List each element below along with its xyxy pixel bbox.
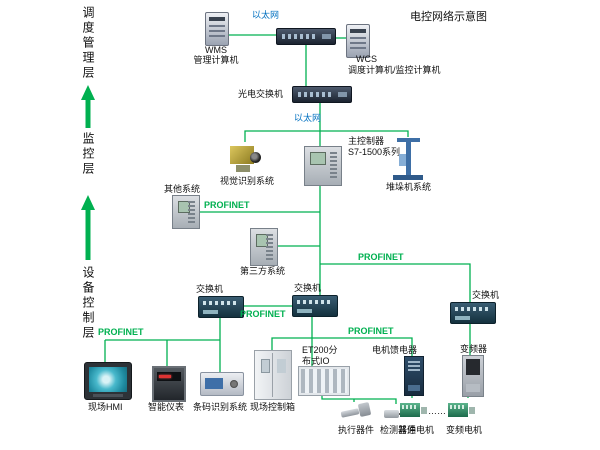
layer-label-monitor: 监控层 (81, 132, 95, 177)
wcs-desc: 调度计算机/监控计算机 (348, 65, 441, 75)
diagram-title: 电控网络示意图 (410, 11, 487, 23)
optical-switch-icon (292, 86, 352, 103)
vfd-label: 变频器 (460, 344, 488, 354)
motor-feeder-label: 电机馈电器 (372, 345, 418, 355)
switch-c-label: 交换机 (472, 290, 500, 300)
control-cabinet-icon (254, 350, 292, 400)
vfd-motor-icon (448, 398, 476, 420)
switch-a-label: 交换机 (196, 284, 224, 294)
actuator-icon (340, 400, 372, 422)
normal-motor-icon (400, 398, 428, 420)
field-switch-b-icon (292, 295, 338, 317)
layer-label-dispatch: 调度管理层 (81, 6, 95, 81)
wms-desc: 管理计算机 (193, 55, 239, 65)
wms-server-icon (205, 12, 229, 46)
wcs-server-icon (346, 24, 370, 58)
profinet-label-1: PROFINET (204, 200, 250, 210)
smart-meter-label: 智能仪表 (148, 402, 185, 412)
field-hmi-icon (84, 362, 132, 400)
other-system-plc-icon (172, 195, 200, 229)
layer-flow-arrow (81, 85, 95, 260)
profinet-label-2: PROFINET (358, 252, 404, 262)
profinet-label-3: PROFINET (240, 309, 286, 319)
actuator-label: 执行器件 (338, 425, 375, 435)
et200-label-line1: ET200分 (302, 345, 338, 355)
wms-name: WMS (205, 45, 227, 55)
main-controller-desc: S7-1500系列 (348, 147, 401, 157)
control-box-label: 现场控制箱 (250, 402, 296, 412)
vfd-icon (462, 355, 484, 397)
vision-camera-icon (228, 142, 262, 174)
optical-switch-label: 光电交换机 (238, 89, 284, 99)
stacker-crane-icon (392, 136, 424, 180)
normal-motor-label: 普通电机 (398, 425, 435, 435)
main-controller-name: 主控制器 (348, 136, 385, 146)
main-plc-icon (304, 146, 342, 186)
ethernet-label-mid: 以太网 (294, 113, 322, 123)
smart-meter-icon (152, 366, 186, 402)
vision-system-label: 视觉识别系统 (220, 176, 275, 186)
field-switch-a-icon (198, 296, 244, 318)
third-party-plc-icon (250, 228, 278, 266)
profinet-label-5: PROFINET (348, 326, 394, 336)
profinet-label-4: PROFINET (98, 327, 144, 337)
third-party-label: 第三方系统 (240, 266, 286, 276)
stacker-system-label: 堆垛机系统 (386, 182, 432, 192)
core-switch-icon (276, 28, 336, 45)
detector-label: 检测器件 (380, 425, 417, 435)
vfd-motor-label: 变频电机 (446, 425, 483, 435)
et200-io-rack-icon (298, 366, 350, 396)
barcode-scanner-icon (200, 372, 244, 396)
ethernet-label-top: 以太网 (252, 10, 280, 20)
motor-feeder-icon (404, 356, 424, 396)
field-switch-c-icon (450, 302, 496, 324)
field-hmi-label: 现场HMI (88, 402, 123, 412)
layer-label-device: 设备控制层 (81, 266, 95, 341)
et200-label-line2: 布式IO (302, 356, 330, 366)
wcs-name: WCS (356, 54, 377, 64)
barcode-system-label: 条码识别系统 (193, 402, 248, 412)
other-system-label: 其他系统 (164, 184, 201, 194)
switch-b-label: 交换机 (294, 283, 322, 293)
ellipsis-label: …… (428, 406, 446, 416)
